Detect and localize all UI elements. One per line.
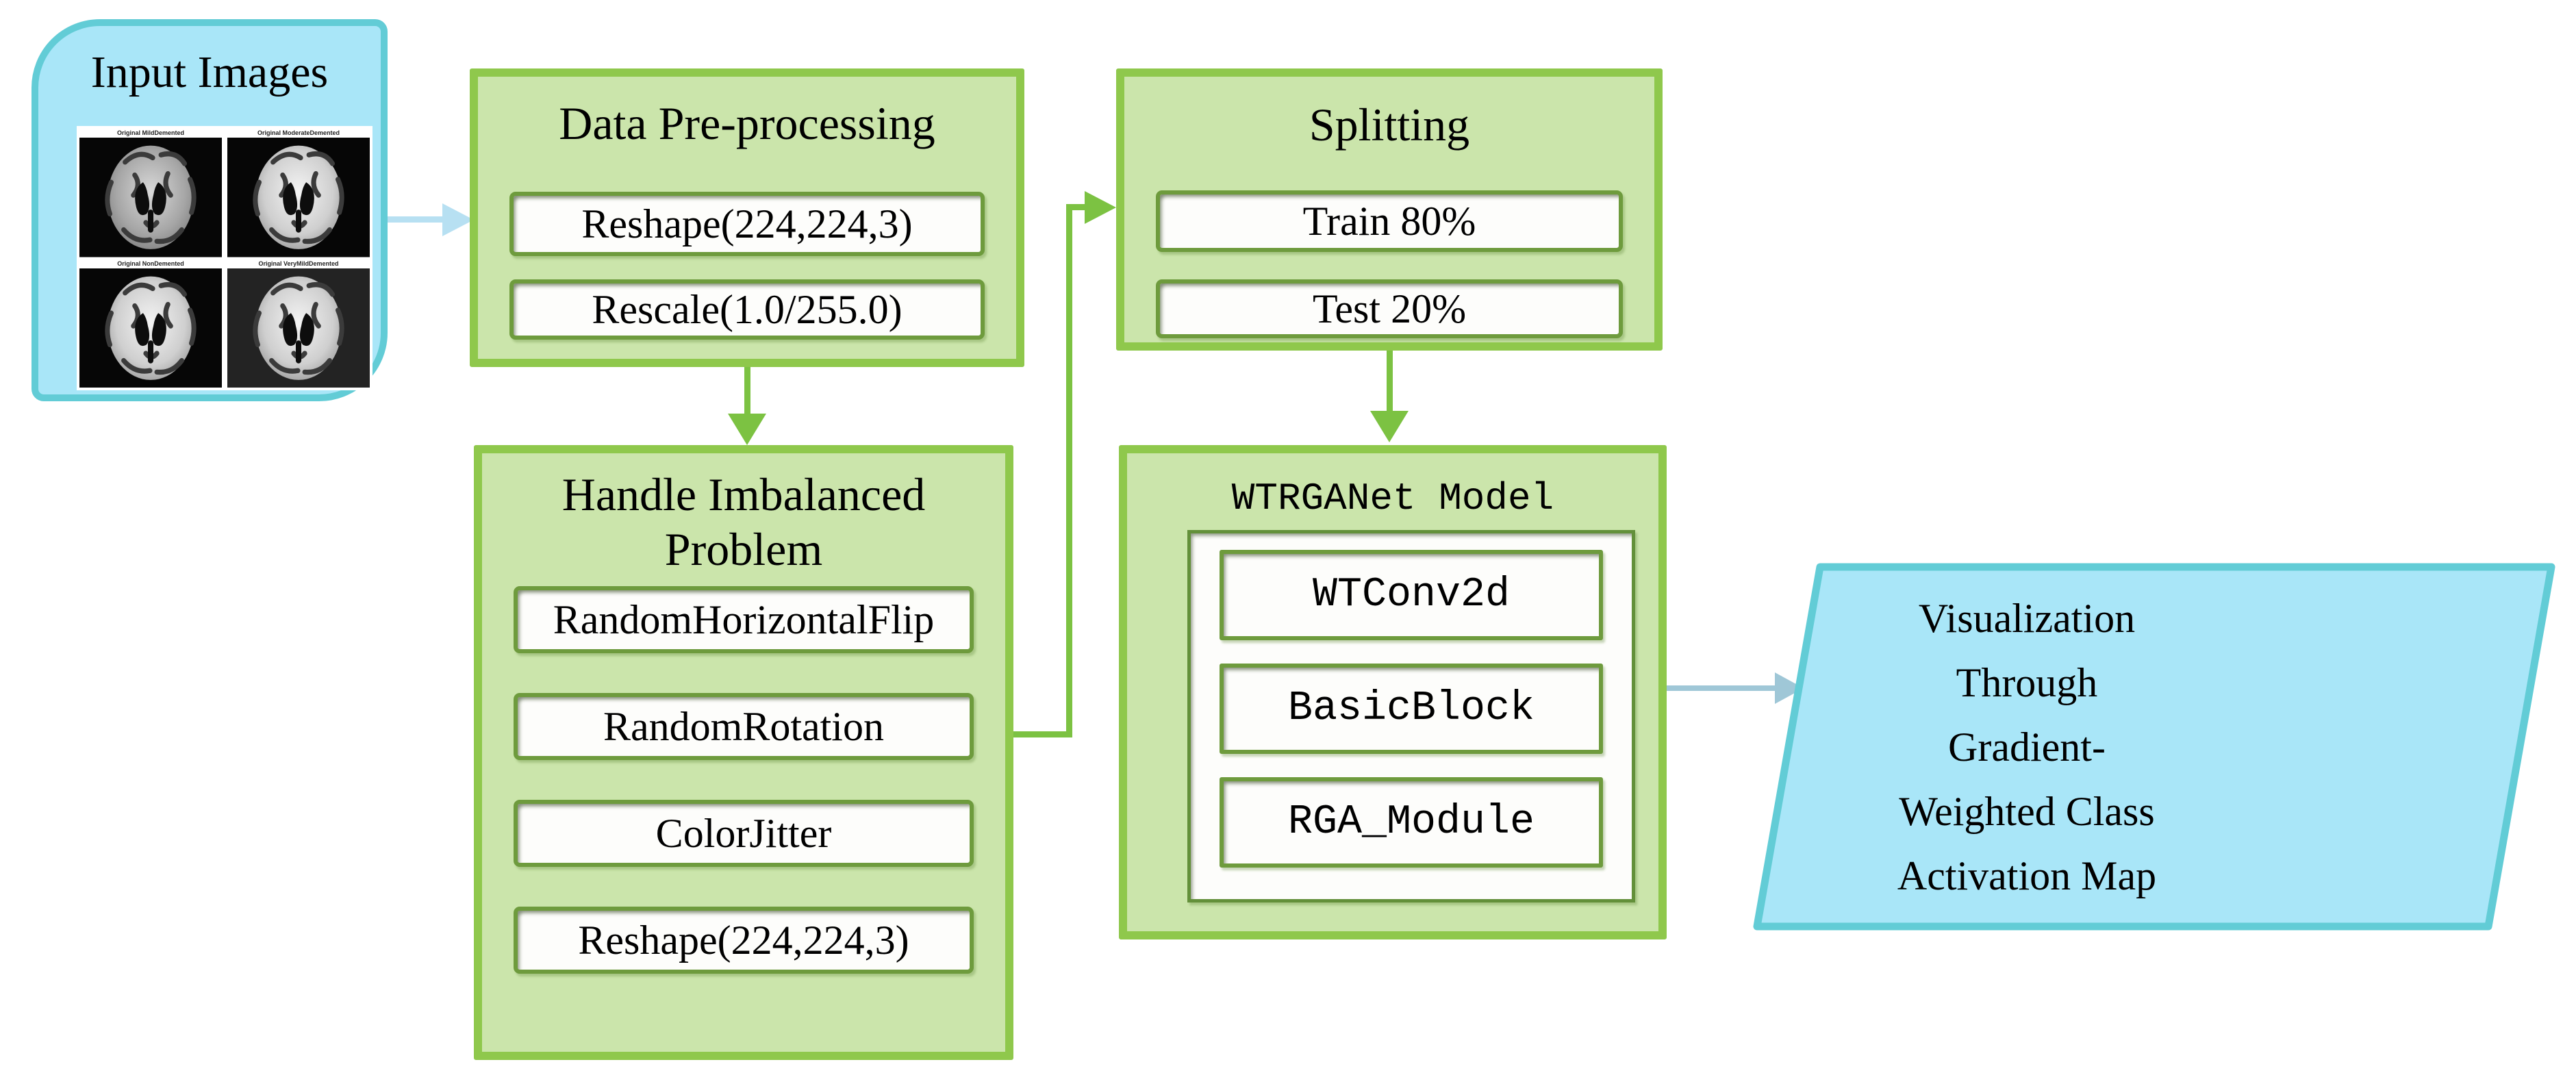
imbalance-step-reshape: Reshape(224,224,3) [514, 907, 974, 974]
connector-imbalance-to-splitting-seg2 [1066, 204, 1072, 737]
model-inner-container: WTConv2d BasicBlock RGA_Module [1187, 530, 1635, 902]
visualization-line: Visualization [1918, 596, 2136, 641]
splitting-title: Splitting [1309, 99, 1470, 151]
arrow-splitting-to-model-line [1387, 351, 1393, 414]
preprocessing-step-reshape: Reshape(224,224,3) [509, 192, 985, 256]
imbalance-title: Handle Imbalanced Problem [561, 468, 926, 575]
step-label: Rescale(1.0/255.0) [592, 286, 902, 332]
arrow-splitting-to-model-head [1370, 411, 1409, 442]
mri-caption: Original ModerateDemented [257, 129, 340, 136]
preprocessing-box: Data Pre-processing Reshape(224,224,3) R… [470, 68, 1024, 367]
step-label: Train 80% [1302, 198, 1476, 244]
imbalance-step-rotation: RandomRotation [514, 693, 974, 760]
mri-cell-non: Original NonDemented [79, 260, 222, 388]
mri-image-verymild [227, 268, 370, 388]
imbalance-box: Handle Imbalanced Problem RandomHorizont… [474, 445, 1013, 1060]
model-title: WTRGANet Model [1231, 477, 1554, 520]
visualization-line: Gradient- [1948, 724, 2106, 770]
step-label: ColorJitter [655, 810, 832, 856]
mri-image-moderate [227, 138, 370, 257]
mri-cell-moderate: Original ModerateDemented [227, 129, 370, 257]
step-label: Reshape(224,224,3) [581, 201, 913, 247]
connector-imbalance-to-splitting-seg3 [1066, 204, 1088, 210]
visualization-text: Visualization Through Gradient- Weighted… [1880, 586, 2174, 908]
connector-imbalance-to-splitting-head [1085, 191, 1116, 224]
mri-cell-verymild: Original VeryMildDemented [227, 260, 370, 388]
splitting-train: Train 80% [1156, 190, 1623, 252]
arrow-preprocessing-to-imbalance-head [728, 414, 766, 445]
layer-label: BasicBlock [1287, 685, 1535, 732]
input-images-card: Input Images Original MildDemented Origi… [31, 19, 388, 401]
model-layer-wtconv2d: WTConv2d [1220, 550, 1603, 640]
arrow-input-to-preprocessing-line [388, 216, 445, 223]
step-label: RandomRotation [603, 703, 884, 749]
imbalance-step-flip: RandomHorizontalFlip [514, 586, 974, 653]
splitting-box: Splitting Train 80% Test 20% [1116, 68, 1663, 351]
layer-label: RGA_Module [1287, 799, 1535, 846]
step-label: Reshape(224,224,3) [578, 917, 909, 963]
input-images-title: Input Images [90, 47, 329, 97]
model-layer-basicblock: BasicBlock [1220, 664, 1603, 754]
connector-imbalance-to-splitting-seg1 [1013, 731, 1072, 737]
preprocessing-step-rescale: Rescale(1.0/255.0) [509, 279, 985, 340]
arrow-input-to-preprocessing-head [442, 203, 474, 236]
mri-sample-panel: Original MildDemented Original ModerateD… [77, 126, 372, 390]
mri-caption: Original NonDemented [117, 260, 184, 267]
model-layer-rga-module: RGA_Module [1220, 777, 1603, 868]
step-label: Test 20% [1312, 286, 1467, 331]
mri-caption: Original VeryMildDemented [258, 260, 339, 267]
step-label: RandomHorizontalFlip [553, 596, 935, 642]
layer-label: WTConv2d [1312, 572, 1511, 618]
visualization-parallelogram [1753, 563, 2555, 931]
splitting-test: Test 20% [1156, 279, 1623, 338]
mri-cell-mild: Original MildDemented [79, 129, 222, 257]
mri-image-mild [79, 138, 222, 257]
visualization-line: Activation Map [1897, 853, 2157, 898]
mri-image-non [79, 268, 222, 388]
visualization-line: Weighted Class [1899, 789, 2155, 834]
model-box: WTRGANet Model WTConv2d BasicBlock RGA_M… [1119, 445, 1667, 939]
mri-caption: Original MildDemented [116, 129, 184, 136]
preprocessing-title: Data Pre-processing [559, 97, 935, 149]
imbalance-step-colorjitter: ColorJitter [514, 800, 974, 867]
arrow-model-to-visualization-line [1667, 685, 1779, 691]
visualization-line: Through [1956, 660, 2098, 705]
arrow-preprocessing-to-imbalance-line [744, 367, 750, 416]
